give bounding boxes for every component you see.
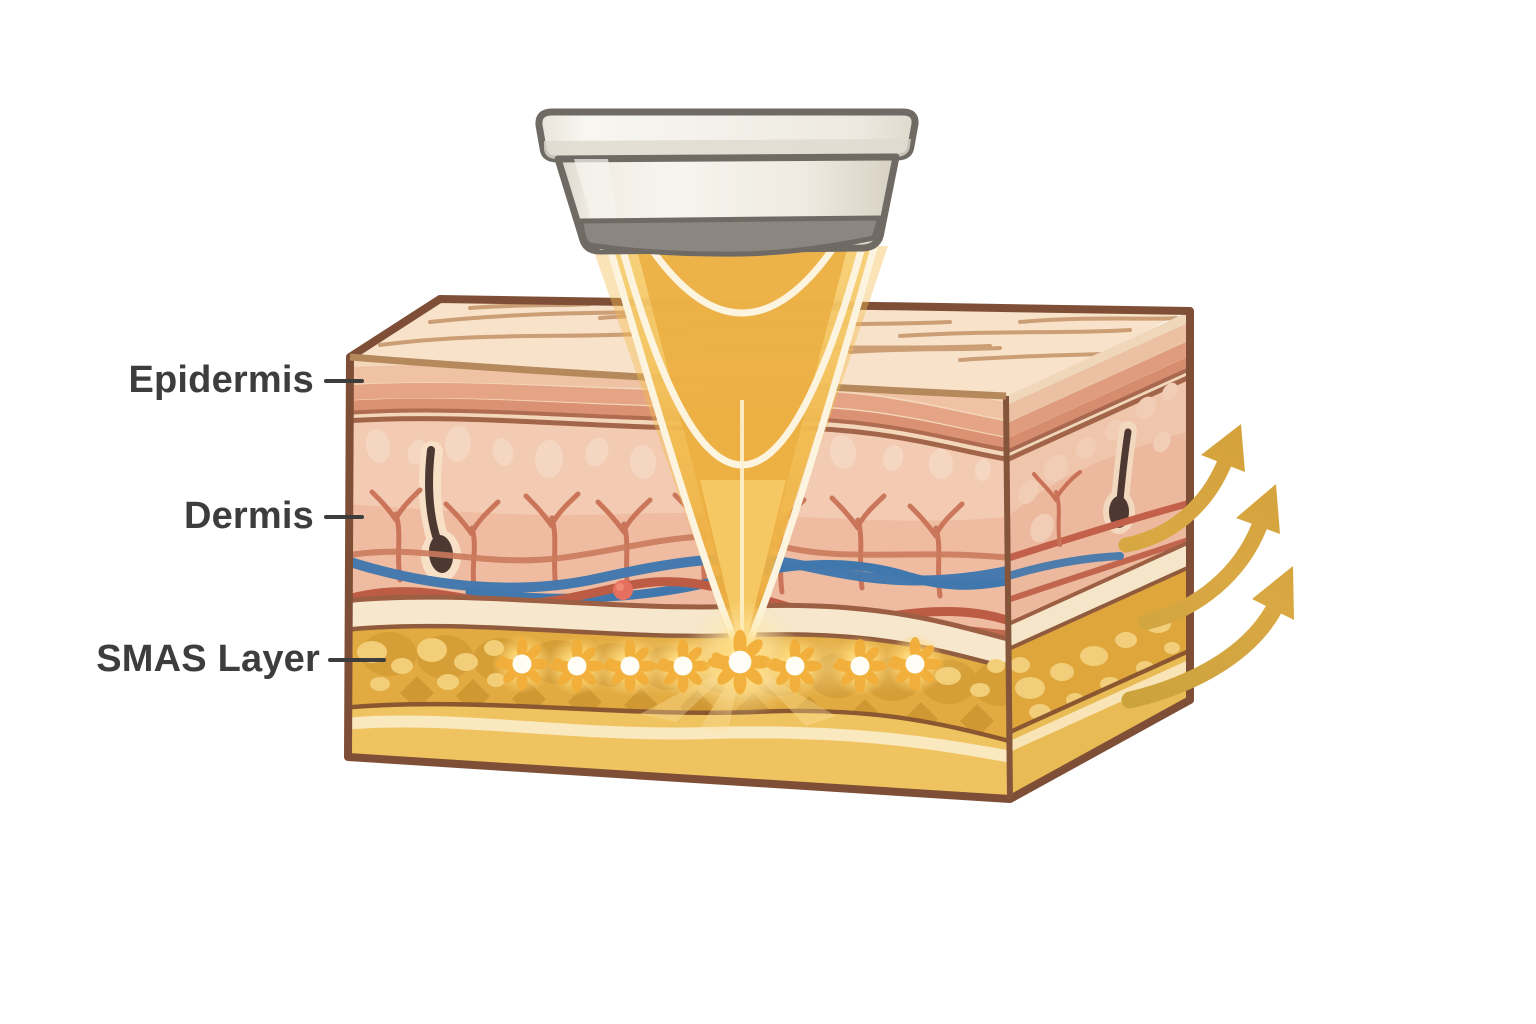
side-smas-boundary <box>1006 563 1190 654</box>
side-deep-highlight <box>1006 658 1190 755</box>
label-dermis: Dermis <box>184 495 314 537</box>
side-vessels <box>1006 470 1190 605</box>
focal-point-star <box>885 634 945 694</box>
label-epidermis-group: Epidermis <box>128 359 364 401</box>
focal-point-star <box>830 636 890 696</box>
transducer-emitter-band <box>578 215 883 257</box>
focal-point-star <box>492 634 552 694</box>
focal-point-star <box>765 636 825 696</box>
label-smas: SMAS Layer <box>96 638 320 680</box>
lift-arrow-top <box>1118 424 1245 553</box>
label-dermis-group: Dermis <box>184 495 364 537</box>
hifu-transducer <box>535 108 919 257</box>
side-dermis-boundary <box>1006 538 1190 629</box>
hair-follicle <box>424 446 440 540</box>
label-epidermis: Epidermis <box>128 359 314 401</box>
vessel-knot <box>613 580 633 600</box>
focal-point-star-center <box>704 626 776 698</box>
lift-arrows <box>1118 424 1294 709</box>
side-hair-follicle <box>1116 428 1132 504</box>
side-smas-bottom <box>1006 646 1190 739</box>
front-side-edge <box>1003 395 1013 800</box>
side-epidermis-boundary <box>1006 372 1190 465</box>
side-dermis-cells <box>1017 382 1178 543</box>
focal-point-star <box>547 636 607 696</box>
focal-point-star <box>653 636 713 696</box>
layer-labels: Epidermis Dermis SMAS Layer <box>96 359 386 680</box>
side-epidermis-bands <box>1006 321 1190 456</box>
deep-layer-highlight <box>348 715 1010 763</box>
lift-arrow-middle <box>1138 484 1280 630</box>
focal-point-star <box>600 636 660 696</box>
lift-arrow-bottom <box>1121 566 1294 709</box>
block-outline <box>344 295 1194 803</box>
label-smas-group: SMAS Layer <box>96 638 386 680</box>
